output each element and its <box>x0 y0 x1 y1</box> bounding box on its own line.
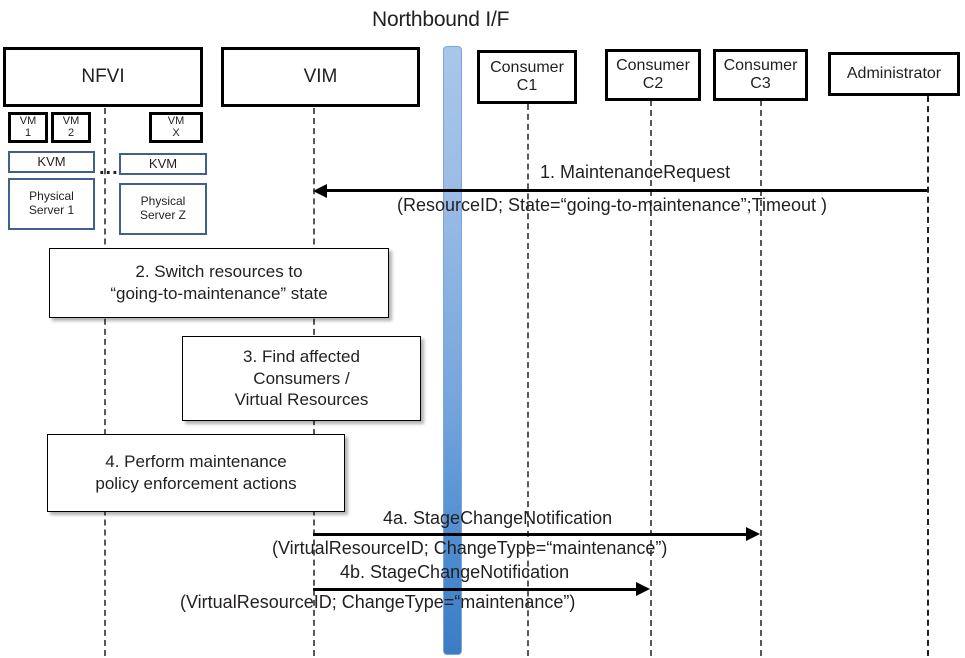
lifeline-nfvi <box>104 108 106 656</box>
actor-administrator[interactable]: Administrator <box>828 52 960 96</box>
action-box-step-2[interactable]: 2. Switch resources to “going-to-mainten… <box>49 248 389 318</box>
vm-box-x[interactable]: VM X <box>149 112 203 143</box>
actor-consumer-c2[interactable]: Consumer C2 <box>605 49 701 101</box>
vm-box-1-label: VM 1 <box>19 114 37 139</box>
actor-consumer-c3-label: Consumer C3 <box>723 57 798 92</box>
physical-server-1[interactable]: Physical Server 1 <box>8 178 95 230</box>
northbound-interface-bar <box>443 46 462 655</box>
vm-box-x-label: VM X <box>167 114 185 139</box>
step-4b-params: (VirtualResourceID; ChangeType=“maintena… <box>180 592 576 612</box>
action-box-step-4[interactable]: 4. Perform maintenance policy enforcemen… <box>47 434 345 512</box>
actor-nfvi-label: NFVI <box>81 66 125 88</box>
actor-vim[interactable]: VIM <box>221 47 420 107</box>
step-4a-arrow-head <box>746 527 760 541</box>
kvm-box-2-label: KVM <box>148 155 178 171</box>
actor-consumer-c3[interactable]: Consumer C3 <box>713 49 808 101</box>
lifeline-consumer-c2 <box>650 100 652 656</box>
actor-nfvi[interactable]: NFVI <box>3 47 203 107</box>
actor-consumer-c1-label: Consumer C1 <box>490 59 564 94</box>
step-4a-params: (VirtualResourceID; ChangeType=“maintena… <box>272 538 668 558</box>
ellipsis-separator: ... <box>99 157 119 179</box>
step-1-arrow-line <box>327 189 927 192</box>
actor-vim-label: VIM <box>303 66 338 88</box>
physical-server-z-label: Physical Server Z <box>139 194 186 222</box>
kvm-box-1-label: KVM <box>37 153 66 169</box>
step-4b-label: 4b. StageChangeNotification <box>340 562 570 582</box>
step-4a-label: 4a. StageChangeNotification <box>383 508 613 528</box>
step-1-params: (ResourceID; State=“going-to-maintenance… <box>397 195 828 215</box>
actor-consumer-c2-label: Consumer C2 <box>616 57 690 92</box>
physical-server-1-label: Physical Server 1 <box>28 189 75 217</box>
lifeline-administrator <box>927 96 929 656</box>
lifeline-consumer-c1 <box>527 104 529 656</box>
step-4b-arrow-line <box>313 588 636 591</box>
action-box-step-3-label: 3. Find affected Consumers / Virtual Res… <box>234 346 369 410</box>
lifeline-consumer-c3 <box>760 100 762 656</box>
action-box-step-2-label: 2. Switch resources to “going-to-mainten… <box>110 262 328 303</box>
actor-consumer-c1[interactable]: Consumer C1 <box>477 50 577 104</box>
kvm-box-1[interactable]: KVM <box>8 151 95 173</box>
vm-box-2-label: VM 2 <box>62 114 80 139</box>
vm-box-1[interactable]: VM 1 <box>8 112 48 143</box>
page-title: Northbound I/F <box>372 8 510 31</box>
action-box-step-3[interactable]: 3. Find affected Consumers / Virtual Res… <box>182 336 421 421</box>
step-1-arrow-head <box>313 184 327 198</box>
step-4b-arrow-head <box>636 582 650 596</box>
actor-administrator-label: Administrator <box>846 65 942 83</box>
action-box-step-4-label: 4. Perform maintenance policy enforcemen… <box>95 452 297 493</box>
physical-server-z[interactable]: Physical Server Z <box>119 183 207 235</box>
step-1-label: 1. MaintenanceRequest <box>540 162 731 182</box>
kvm-box-2[interactable]: KVM <box>119 153 207 175</box>
step-4a-arrow-line <box>313 533 746 536</box>
vm-box-2[interactable]: VM 2 <box>51 112 91 143</box>
